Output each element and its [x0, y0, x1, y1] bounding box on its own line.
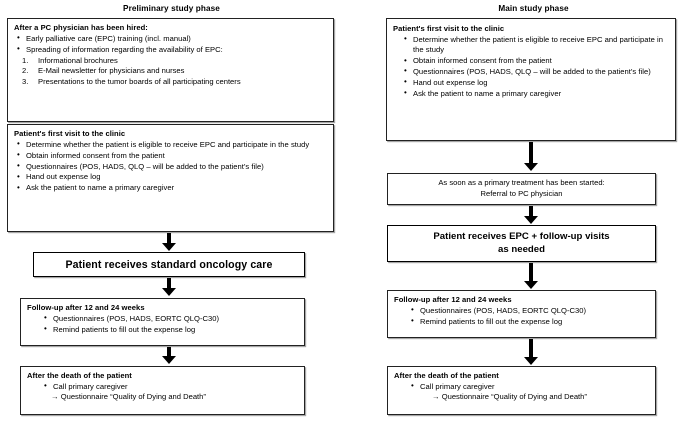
box-follow-up-left-heading: Follow-up after 12 and 24 weeks: [27, 303, 145, 312]
box-pc-physician-hired-heading: After a PC physician has been hired:: [14, 23, 148, 32]
box-epc-followup-line1: Patient receives EPC + follow-up visits: [433, 230, 610, 242]
box-follow-up-right-bullets: Questionnaires (POS, HADS, EORTC QLQ-C30…: [408, 305, 649, 327]
box-epc-followup: Patient receives EPC + follow-up visits …: [387, 225, 656, 262]
list-item: Ask the patient to name a primary caregi…: [401, 88, 669, 99]
box-after-death-right-bullets: Call primary caregiver: [408, 381, 649, 392]
box-after-death-right-subitem: → Questionnaire “Quality of Dying and De…: [432, 392, 587, 402]
list-item: Remind patients to fill out the expense …: [41, 324, 298, 335]
box-first-visit-left: Patient's first visit to the clinic Dete…: [7, 124, 334, 232]
box-follow-up-right: Follow-up after 12 and 24 weeks Question…: [387, 290, 656, 338]
list-item: Questionnaires (POS, HADS, QLQ – will be…: [401, 66, 669, 77]
arrow-down-icon: [524, 263, 538, 289]
box-referral: As soon as a primary treatment has been …: [387, 173, 656, 205]
box-standard-oncology-care-label: Patient receives standard oncology care: [65, 258, 273, 271]
list-number: 2.: [22, 66, 29, 76]
list-item-label: Presentations to the tumor boards of all…: [38, 77, 241, 87]
arrow-down-icon: [524, 206, 538, 224]
box-pc-physician-hired: After a PC physician has been hired: Ear…: [7, 18, 334, 122]
list-number: 3.: [22, 77, 29, 87]
list-item: Early palliative care (EPC) training (in…: [14, 33, 327, 44]
list-item: Ask the patient to name a primary caregi…: [14, 183, 327, 194]
list-item: 1. Informational brochures: [14, 56, 327, 66]
box-after-death-left-subitem: → Questionnaire “Quality of Dying and De…: [51, 392, 206, 402]
list-item: 3. Presentations to the tumor boards of a…: [14, 77, 327, 87]
box-after-death-left-heading: After the death of the patient: [27, 371, 132, 380]
main-phase-title: Main study phase: [498, 4, 569, 13]
box-referral-line2: Referral to PC physician: [480, 189, 563, 198]
arrow-down-icon: [162, 233, 176, 251]
list-item: Determine whether the patient is eligibl…: [401, 34, 669, 56]
list-item: Call primary caregiver: [408, 381, 649, 392]
box-pc-physician-hired-bullets: Early palliative care (EPC) training (in…: [14, 33, 327, 55]
box-first-visit-right-bullets: Determine whether the patient is eligibl…: [401, 34, 669, 99]
box-pc-physician-hired-numbered: 1. Informational brochures 2. E-Mail newsl…: [14, 56, 327, 88]
list-item: Remind patients to fill out the expense …: [408, 316, 649, 327]
list-item: 2. E-Mail newsletter for physicians and n…: [14, 66, 327, 76]
list-item: Hand out expense log: [14, 172, 327, 183]
list-item-label: E-Mail newsletter for physicians and nur…: [38, 66, 185, 76]
arrow-down-icon: [524, 339, 538, 365]
list-item: Determine whether the patient is eligibl…: [14, 139, 327, 150]
list-item: Questionnaires (POS, HADS, QLQ – will be…: [14, 161, 327, 172]
box-first-visit-left-bullets: Determine whether the patient is eligibl…: [14, 139, 327, 194]
box-follow-up-right-heading: Follow-up after 12 and 24 weeks: [394, 295, 512, 304]
box-after-death-right: After the death of the patient Call prim…: [387, 366, 656, 415]
list-item: Spreading of information regarding the a…: [14, 44, 327, 55]
box-first-visit-right-heading: Patient's first visit to the clinic: [393, 24, 505, 33]
list-item: Obtain informed consent from the patient: [14, 150, 327, 161]
arrow-down-icon: [162, 278, 176, 296]
list-item: Hand out expense log: [401, 77, 669, 88]
list-item: Call primary caregiver: [41, 381, 298, 392]
main-phase-column: Main study phase Patient's first visit t…: [382, 0, 685, 415]
box-standard-oncology-care: Patient receives standard oncology care: [33, 252, 305, 277]
preliminary-phase-column: Preliminary study phase After a PC physi…: [0, 0, 343, 415]
list-item: Obtain informed consent from the patient: [401, 55, 669, 66]
list-item-label: Informational brochures: [38, 55, 118, 65]
box-after-death-left: After the death of the patient Call prim…: [20, 366, 305, 415]
box-referral-line1: As soon as a primary treatment has been …: [438, 178, 605, 188]
arrow-down-icon: [524, 142, 538, 172]
list-item: Questionnaires (POS, HADS, EORTC QLQ-C30…: [41, 313, 298, 324]
box-after-death-left-bullets: Call primary caregiver: [41, 381, 298, 392]
box-first-visit-right: Patient's first visit to the clinic Dete…: [386, 18, 676, 141]
box-follow-up-left: Follow-up after 12 and 24 weeks Question…: [20, 298, 305, 346]
list-number: 1.: [22, 55, 29, 65]
box-first-visit-left-heading: Patient's first visit to the clinic: [14, 129, 126, 138]
list-item: Questionnaires (POS, HADS, EORTC QLQ-C30…: [408, 305, 649, 316]
box-after-death-right-heading: After the death of the patient: [394, 371, 499, 380]
box-follow-up-left-bullets: Questionnaires (POS, HADS, EORTC QLQ-C30…: [41, 313, 298, 335]
box-epc-followup-line2: as needed: [498, 243, 545, 255]
arrow-down-icon: [162, 347, 176, 365]
preliminary-phase-title: Preliminary study phase: [123, 4, 220, 13]
